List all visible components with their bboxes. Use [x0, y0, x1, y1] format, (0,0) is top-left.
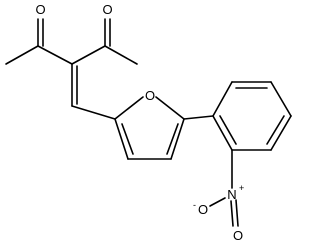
bond-furan-c3-c2 [114, 118, 129, 160]
bond-phenyl-3-4 [270, 81, 292, 117]
bond-methine-furan [71, 105, 116, 120]
furan-oxygen: O [145, 88, 155, 103]
bond-phenyl-6-1 [212, 115, 233, 151]
bond-furan-c3-c2-inner [121, 123, 134, 155]
bond-furan-c5-c4-inner [166, 123, 179, 155]
bond-furan-c2-o [114, 96, 144, 120]
bond-phenyl-1-2 [212, 81, 233, 117]
nitro-oxygen-right: O [233, 228, 243, 243]
bond-nitrogen-o-minus [209, 197, 226, 207]
bond-left-methyl [5, 45, 39, 65]
nitro-nitrogen-charge: + [239, 183, 244, 193]
bond-nitrogen-o-double-b [230, 200, 234, 227]
chemical-structure-diagram: O O O N + - O O [5, 2, 292, 243]
bond-furan-phenyl [183, 115, 214, 120]
bond-phenyl-6-1-inner [219, 115, 237, 145]
ketone-oxygen-left: O [35, 2, 45, 17]
bond-furan-c5-c4 [170, 118, 185, 160]
bond-nitrogen-o-double-a [235, 199, 239, 227]
nitro-oxygen-left: O [198, 202, 208, 217]
bond-right-methyl [104, 45, 138, 65]
bond-left-acyl-central [37, 45, 73, 65]
bond-central-right-acyl [71, 45, 106, 65]
bond-phenyl-4-5 [270, 115, 292, 151]
bond-phenyl-4-5-inner [266, 115, 285, 145]
ketone-oxygen-right: O [102, 2, 112, 17]
bond-furan-o-c5 [155, 96, 185, 120]
nitro-oxygen-left-charge: - [193, 200, 196, 210]
nitro-nitrogen: N [227, 187, 236, 202]
